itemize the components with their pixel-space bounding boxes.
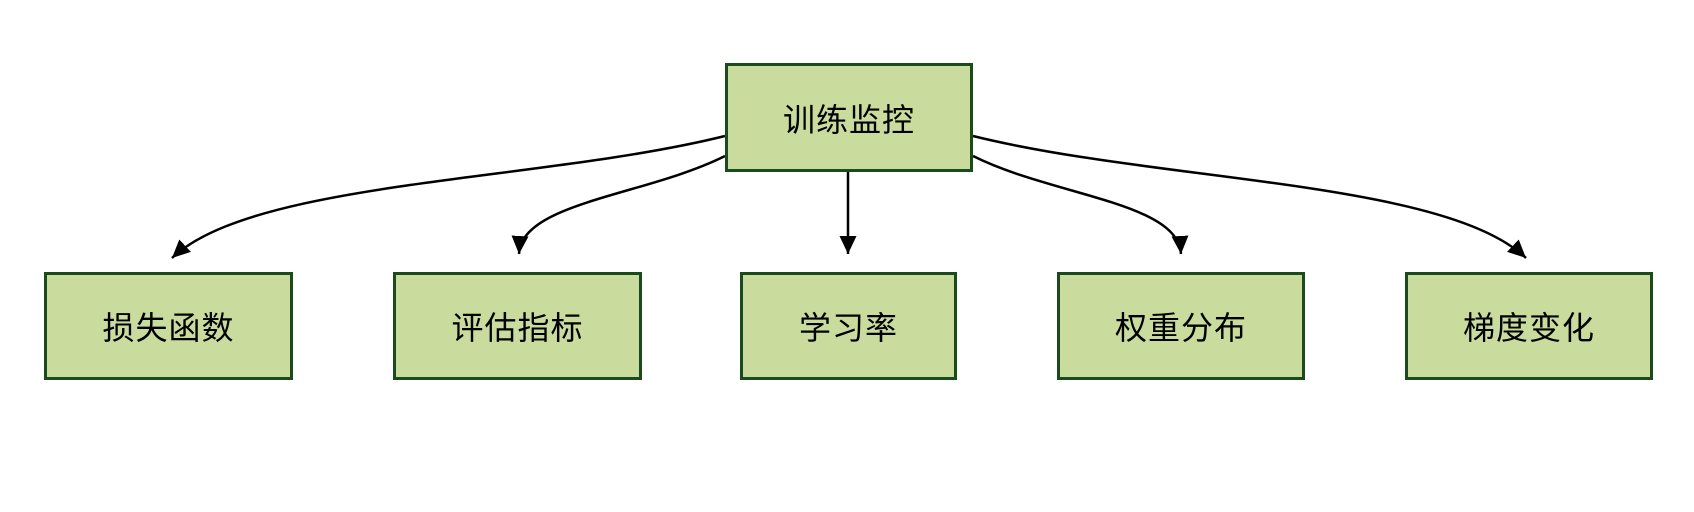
node-learning-rate-label: 学习率 <box>798 310 898 346</box>
node-gradient-change-label: 梯度变化 <box>1462 310 1595 346</box>
node-loss-function: 损失函数 <box>44 272 293 380</box>
node-evaluation-metrics-label: 评估指标 <box>451 310 584 346</box>
edge-root-to-gradient-change <box>972 134 1527 259</box>
node-loss-function-label: 损失函数 <box>102 310 235 346</box>
node-evaluation-metrics: 评估指标 <box>393 272 642 380</box>
node-training-monitor: 训练监控 <box>725 63 973 172</box>
edge-root-to-evaluation-metrics <box>511 154 726 255</box>
edge-root-to-weight-distribution <box>972 154 1189 255</box>
node-weight-distribution: 权重分布 <box>1057 272 1305 380</box>
node-gradient-change: 梯度变化 <box>1405 272 1653 380</box>
edge-root-to-loss-function <box>171 134 726 259</box>
node-weight-distribution-label: 权重分布 <box>1114 310 1247 346</box>
node-learning-rate: 学习率 <box>740 272 957 380</box>
node-training-monitor-label: 训练监控 <box>782 101 915 138</box>
